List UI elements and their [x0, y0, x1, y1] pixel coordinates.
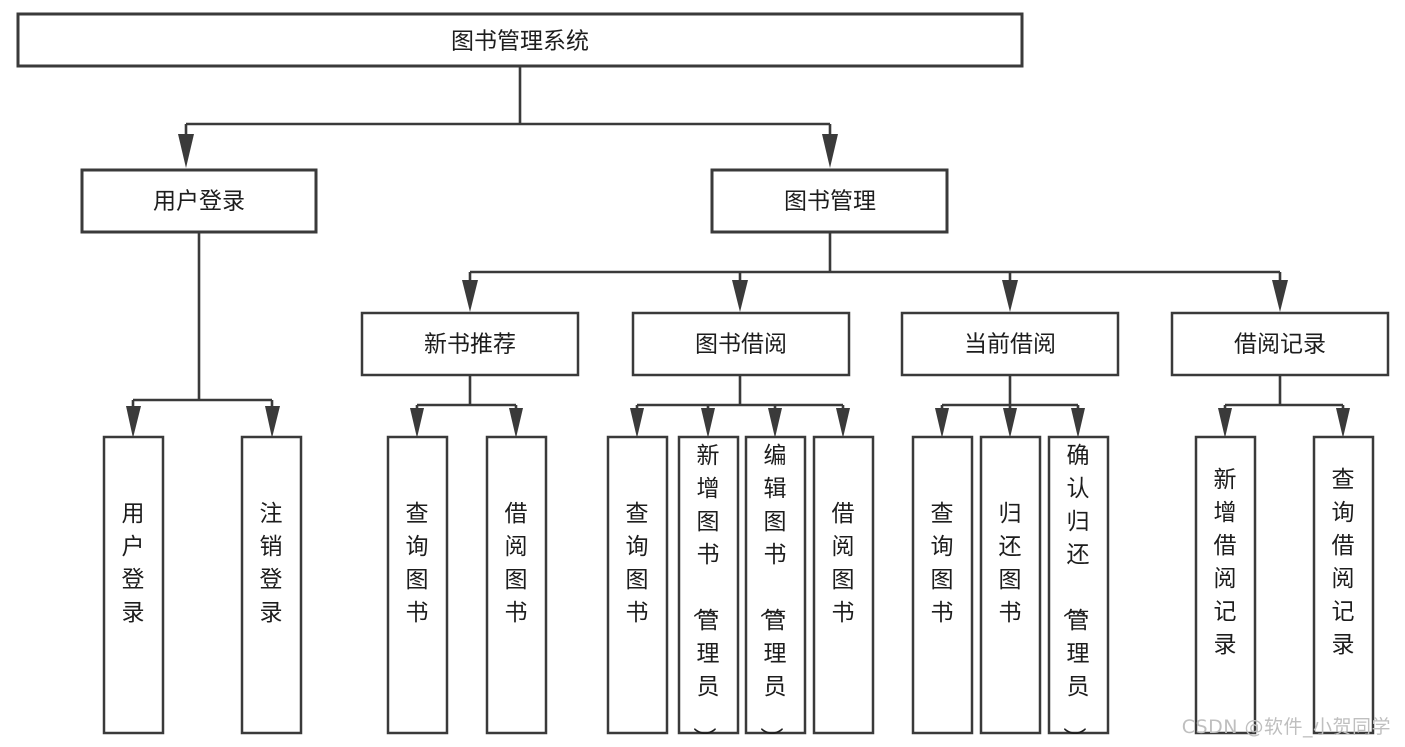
- leaf-borrow-book-1-label: 借阅图书: [505, 501, 528, 626]
- leaf-borrow-book-2-box[interactable]: [812, 435, 875, 735]
- borrow-record-label: 借阅记录: [1234, 332, 1326, 358]
- root-label: 图书管理系统: [451, 29, 589, 55]
- arrow-to-leaf-user-login: [126, 406, 141, 438]
- node-borrow-record[interactable]: 借阅记录: [1170, 311, 1390, 377]
- node-leaf-borrow-book-2[interactable]: 借阅图书: [812, 435, 875, 735]
- root-box[interactable]: [16, 12, 1024, 68]
- leaf-query-book-2-box[interactable]: [606, 435, 669, 735]
- node-leaf-add-book[interactable]: 新增图书（管理员）: [677, 435, 740, 747]
- arrow-root-to-user-login: [178, 134, 194, 168]
- arrow-to-leaf-query-book-2: [630, 408, 644, 438]
- arrow-to-leaf-borrow-book-1: [509, 408, 523, 438]
- node-leaf-confirm-return[interactable]: 确认归还（管理员）: [1047, 435, 1110, 747]
- book-borrow-label: 图书借阅: [695, 332, 787, 358]
- book-borrow-box[interactable]: [631, 311, 851, 377]
- leaf-return-book-label: 归还图书: [999, 501, 1022, 626]
- leaf-query-book-3-box[interactable]: [911, 435, 974, 735]
- leaf-add-book-box[interactable]: [677, 435, 740, 735]
- arrow-to-leaf-edit-book: [768, 408, 782, 438]
- node-current-borrow[interactable]: 当前借阅: [900, 311, 1120, 377]
- arrow-to-current-borrow: [1002, 280, 1018, 312]
- arrow-to-leaf-borrow-book-2: [836, 408, 850, 438]
- arrow-to-leaf-user-logout: [265, 406, 280, 438]
- node-book-borrow[interactable]: 图书借阅: [631, 311, 851, 377]
- leaf-user-logout-label: 注销登录: [260, 501, 283, 626]
- leaf-query-book-2-label: 查询图书: [626, 501, 649, 626]
- node-user-login[interactable]: 用户登录: [80, 168, 318, 234]
- arrow-to-new-book-recommend: [462, 280, 478, 312]
- leaf-query-book-3-label: 查询图书: [931, 501, 954, 626]
- leaf-add-record-label: 新增借阅记录: [1214, 467, 1237, 658]
- arrow-to-book-borrow: [732, 280, 748, 312]
- new-book-recommend-label: 新书推荐: [424, 332, 516, 358]
- borrow-record-box[interactable]: [1170, 311, 1390, 377]
- node-leaf-user-logout[interactable]: 注销登录: [240, 435, 303, 735]
- leaf-return-book-box[interactable]: [979, 435, 1042, 735]
- leaf-add-book-label: 新增图书（管理员）: [691, 443, 720, 747]
- arrow-to-leaf-add-book: [701, 408, 715, 438]
- arrow-to-leaf-return-book: [1003, 408, 1017, 438]
- leaf-edit-book-box[interactable]: [744, 435, 807, 735]
- arrow-to-borrow-record: [1272, 280, 1288, 312]
- new-book-recommend-box[interactable]: [360, 311, 580, 377]
- arrow-root-to-book-management: [822, 134, 838, 168]
- book-management-box[interactable]: [710, 168, 949, 234]
- leaf-query-record-label: 查询借阅记录: [1332, 467, 1355, 658]
- user-login-label: 用户登录: [153, 189, 245, 215]
- leaf-query-record-box[interactable]: [1312, 435, 1375, 735]
- leaf-add-record-box[interactable]: [1194, 435, 1257, 735]
- node-book-management[interactable]: 图书管理: [710, 168, 949, 234]
- user-login-box[interactable]: [80, 168, 318, 234]
- node-leaf-return-book[interactable]: 归还图书: [979, 435, 1042, 735]
- node-leaf-query-book-1[interactable]: 查询图书: [386, 435, 449, 735]
- leaf-query-book-1-label: 查询图书: [406, 501, 429, 626]
- leaf-confirm-return-box[interactable]: [1047, 435, 1110, 735]
- current-borrow-label: 当前借阅: [964, 332, 1056, 358]
- node-root[interactable]: 图书管理系统: [16, 12, 1024, 68]
- node-leaf-add-record[interactable]: 新增借阅记录: [1194, 435, 1257, 735]
- node-leaf-borrow-book-1[interactable]: 借阅图书: [485, 435, 548, 735]
- arrow-to-leaf-query-record: [1336, 408, 1350, 438]
- node-leaf-query-record[interactable]: 查询借阅记录: [1312, 435, 1375, 735]
- node-leaf-user-login[interactable]: 用户登录: [102, 435, 165, 735]
- current-borrow-box[interactable]: [900, 311, 1120, 377]
- leaf-edit-book-label: 编辑图书（管理员）: [758, 443, 787, 747]
- arrow-to-leaf-confirm-return: [1071, 408, 1085, 438]
- book-management-label: 图书管理: [784, 189, 876, 215]
- leaf-user-logout-box[interactable]: [240, 435, 303, 735]
- arrow-to-leaf-query-book-1: [410, 408, 424, 438]
- leaf-user-login-box[interactable]: [102, 435, 165, 735]
- node-leaf-edit-book[interactable]: 编辑图书（管理员）: [744, 435, 807, 747]
- arrow-to-leaf-query-book-3: [935, 408, 949, 438]
- node-leaf-query-book-2[interactable]: 查询图书: [606, 435, 669, 735]
- node-leaf-query-book-3[interactable]: 查询图书: [911, 435, 974, 735]
- leaf-confirm-return-label: 确认归还（管理员）: [1061, 443, 1090, 747]
- arrow-to-leaf-add-record: [1218, 408, 1232, 438]
- leaf-borrow-book-2-label: 借阅图书: [832, 501, 855, 626]
- leaf-user-login-label: 用户登录: [122, 501, 145, 626]
- leaf-borrow-book-1-box[interactable]: [485, 435, 548, 735]
- node-new-book-recommend[interactable]: 新书推荐: [360, 311, 580, 377]
- connector-layer: [126, 66, 1350, 438]
- leaf-query-book-1-box[interactable]: [386, 435, 449, 735]
